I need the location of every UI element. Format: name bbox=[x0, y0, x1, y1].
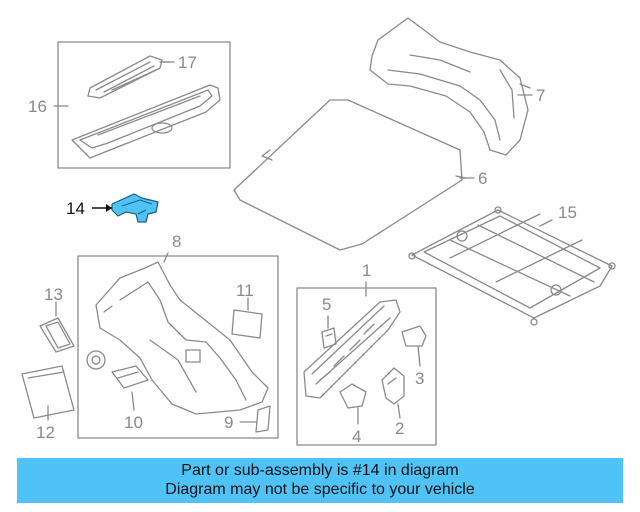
cargo-net-part[interactable] bbox=[408, 206, 616, 326]
bracket-part-2[interactable] bbox=[381, 367, 405, 405]
info-banner: Part or sub-assembly is #14 in diagram D… bbox=[17, 458, 623, 503]
parts-diagram: 17 16 7 6 14 15 8 1 11 13 5 3 9 10 4 2 1… bbox=[21, 17, 616, 446]
clip-part-4[interactable] bbox=[339, 383, 367, 409]
parcel-shelf-part[interactable] bbox=[71, 55, 221, 159]
callout-10: 10 bbox=[124, 413, 143, 432]
banner-line-1: Part or sub-assembly is #14 in diagram bbox=[181, 462, 459, 479]
cover-part-10[interactable] bbox=[111, 365, 149, 389]
sill-plate-box bbox=[296, 287, 437, 446]
panel-part-12[interactable] bbox=[21, 365, 75, 419]
callout-12: 12 bbox=[36, 423, 55, 442]
pad-part[interactable] bbox=[231, 309, 263, 339]
trunk-floor-mat-part[interactable] bbox=[233, 99, 463, 251]
callout-17: 17 bbox=[178, 53, 197, 72]
grommet-part[interactable] bbox=[86, 350, 106, 370]
callout-13: 13 bbox=[44, 285, 63, 304]
callout-14: 14 bbox=[66, 199, 85, 218]
cover-part-13[interactable] bbox=[39, 317, 75, 353]
parcel-shelf-box bbox=[57, 41, 231, 169]
callout-16: 16 bbox=[28, 97, 47, 116]
callout-11: 11 bbox=[236, 281, 254, 300]
clip-part-9[interactable] bbox=[255, 405, 271, 433]
sill-plate-part[interactable] bbox=[303, 299, 401, 399]
callout-7: 7 bbox=[536, 86, 545, 105]
callout-3: 3 bbox=[415, 369, 424, 388]
callout-8: 8 bbox=[172, 232, 181, 251]
bracket-part-14[interactable] bbox=[111, 193, 159, 223]
callout-5: 5 bbox=[322, 295, 331, 314]
callout-1: 1 bbox=[362, 261, 371, 280]
callout-9: 9 bbox=[224, 413, 233, 432]
trunk-side-panel-part[interactable] bbox=[369, 17, 531, 156]
trunk-trim-part[interactable] bbox=[95, 261, 269, 415]
callout-4: 4 bbox=[352, 427, 361, 446]
trunk-trim-box bbox=[77, 255, 279, 439]
callout-15: 15 bbox=[558, 203, 577, 222]
banner-line-2: Diagram may not be specific to your vehi… bbox=[165, 481, 475, 498]
clip-part-5[interactable] bbox=[321, 327, 337, 349]
callout-6: 6 bbox=[478, 169, 487, 188]
callout-2: 2 bbox=[395, 419, 404, 438]
clip-part-3[interactable] bbox=[401, 325, 427, 347]
